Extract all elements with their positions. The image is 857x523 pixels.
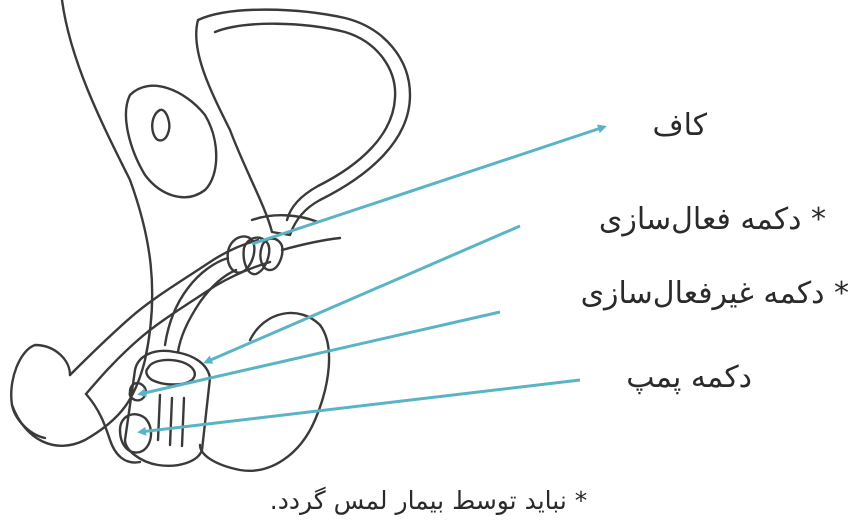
label-cuff: کاف (652, 108, 707, 143)
label-activate-button: * دکمه فعال‌سازی (599, 202, 826, 237)
pump-bulb (120, 414, 151, 452)
pubic-bone-outer (126, 86, 216, 197)
pump-body (125, 351, 210, 466)
pubic-bone-inner (152, 110, 169, 141)
cuff-ring-3 (260, 239, 282, 271)
pump-top-cap (146, 360, 194, 385)
bladder-inner-wall (215, 24, 395, 220)
body-outline (12, 0, 152, 446)
tubing (165, 258, 236, 352)
label-pump-button: دکمه پمپ (626, 360, 752, 395)
arrow-activate-button (206, 226, 520, 362)
footnote: * نباید توسط بیمار لمس گردد. (0, 486, 857, 515)
pump-ridges (158, 395, 184, 446)
arrow-cuff (252, 127, 604, 244)
label-deactivate-button: * دکمه غیرفعال‌سازی (581, 276, 849, 311)
glans-outline (11, 345, 70, 438)
urethra-upper (70, 240, 258, 375)
anatomy-line-art (11, 0, 410, 471)
